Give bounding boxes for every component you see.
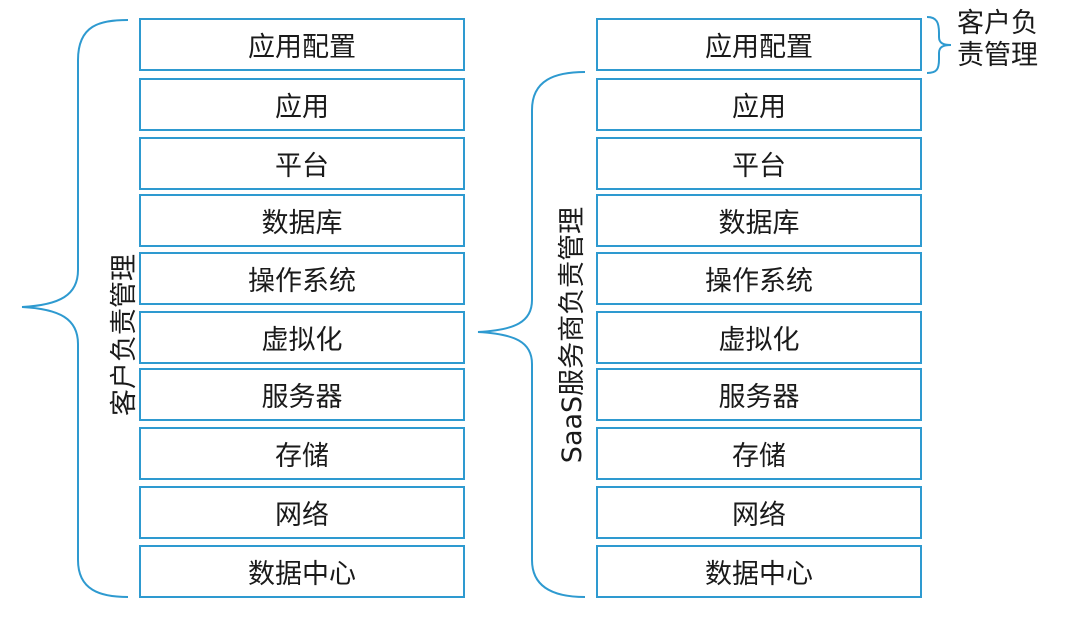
right_stack-layer-7: 存储 [596, 427, 922, 480]
right_stack-layer-5: 虚拟化 [596, 311, 922, 364]
right_stack-layer-8: 网络 [596, 486, 922, 539]
left-brace-label: 客户负责管理 [109, 254, 140, 416]
left_stack-layer-8: 网络 [139, 486, 465, 539]
right_stack-layer-2: 平台 [596, 137, 922, 190]
right_stack-layer-1: 应用 [596, 78, 922, 131]
left_stack-layer-1: 应用 [139, 78, 465, 131]
right-top-brace-label-line1: 客户负 [957, 8, 1038, 39]
right-top-brace [926, 16, 952, 74]
right-lower-brace [477, 71, 586, 598]
right_stack-layer-3: 数据库 [596, 194, 922, 247]
right_stack-layer-0: 应用配置 [596, 18, 922, 71]
right-top-brace-label-line2: 责管理 [957, 40, 1038, 71]
right_stack-layer-6: 服务器 [596, 368, 922, 421]
left_stack-layer-6: 服务器 [139, 368, 465, 421]
left_stack-layer-2: 平台 [139, 137, 465, 190]
left_stack-layer-9: 数据中心 [139, 545, 465, 598]
right-lower-brace-label: SaaS服务商负责管理 [557, 206, 588, 464]
left_stack-layer-3: 数据库 [139, 194, 465, 247]
right_stack-layer-4: 操作系统 [596, 252, 922, 305]
left_stack-layer-5: 虚拟化 [139, 311, 465, 364]
left-brace [21, 19, 129, 598]
left_stack-layer-0: 应用配置 [139, 18, 465, 71]
right-top-brace-label: 客户负 责管理 [957, 8, 1038, 72]
right_stack-layer-9: 数据中心 [596, 545, 922, 598]
left_stack-layer-7: 存储 [139, 427, 465, 480]
left_stack-layer-4: 操作系统 [139, 252, 465, 305]
